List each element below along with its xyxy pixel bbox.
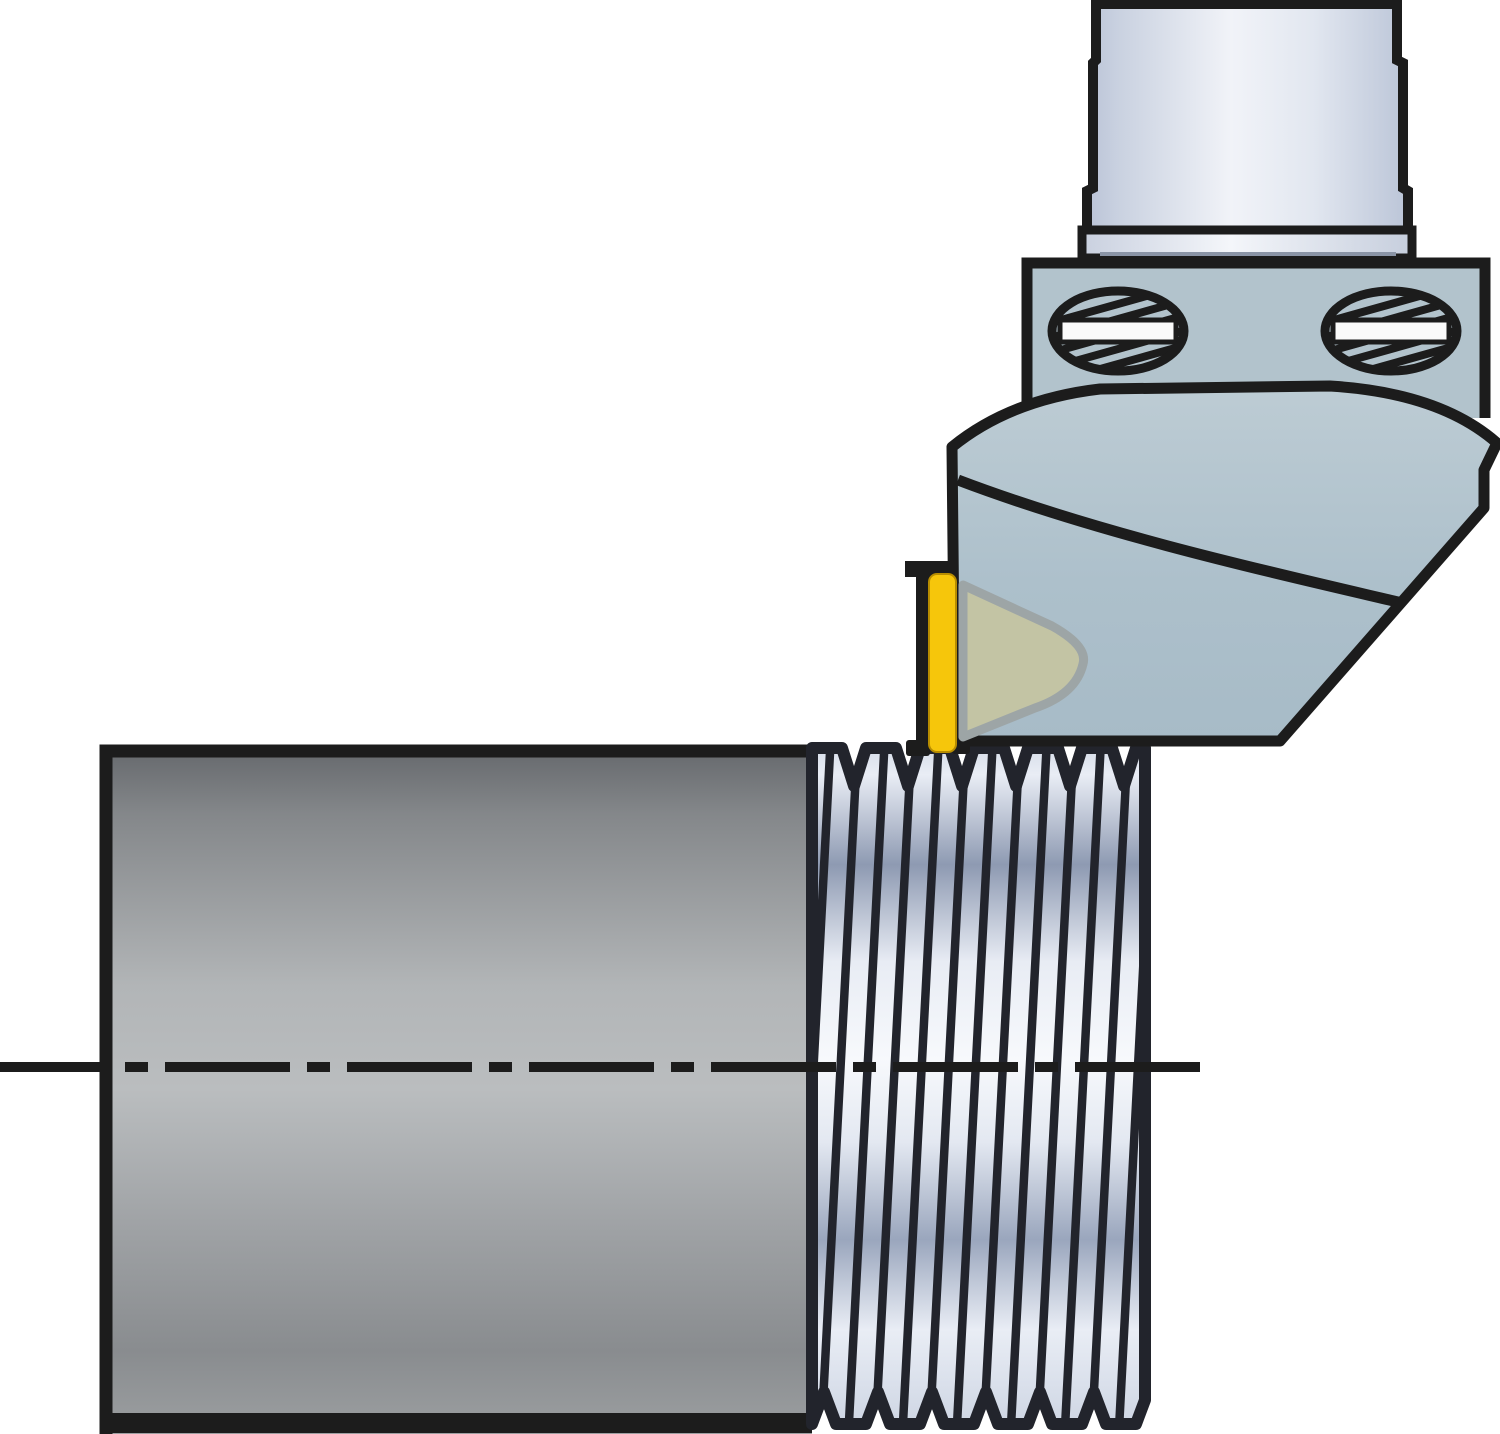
- workpiece-outline: [99, 744, 812, 1434]
- tool-shank: [1082, 0, 1413, 237]
- clamp-screw-right: [1320, 286, 1462, 376]
- insert-foot-left: [906, 740, 930, 756]
- workpiece: [99, 744, 812, 1434]
- insert-pocket: [905, 561, 970, 756]
- screw-hatching-left: [1052, 291, 1184, 371]
- screw-slot-right: [1330, 317, 1452, 345]
- threading-tool: [905, 0, 1500, 756]
- machined-thread: [806, 742, 1151, 1430]
- clamping-unit-outline: [1021, 257, 1491, 418]
- threading-insert: [958, 580, 1089, 742]
- insert-clamp-bar: [916, 561, 931, 747]
- cutting-edge: [928, 573, 957, 753]
- thread-helix-lines: [812, 748, 1145, 1424]
- clamp-screw-left: [1047, 286, 1189, 376]
- screw-hatching-right: [1325, 291, 1457, 371]
- workpiece-body: [100, 745, 812, 1434]
- head-contour-line: [956, 474, 1400, 608]
- screw-slot-left: [1057, 317, 1179, 345]
